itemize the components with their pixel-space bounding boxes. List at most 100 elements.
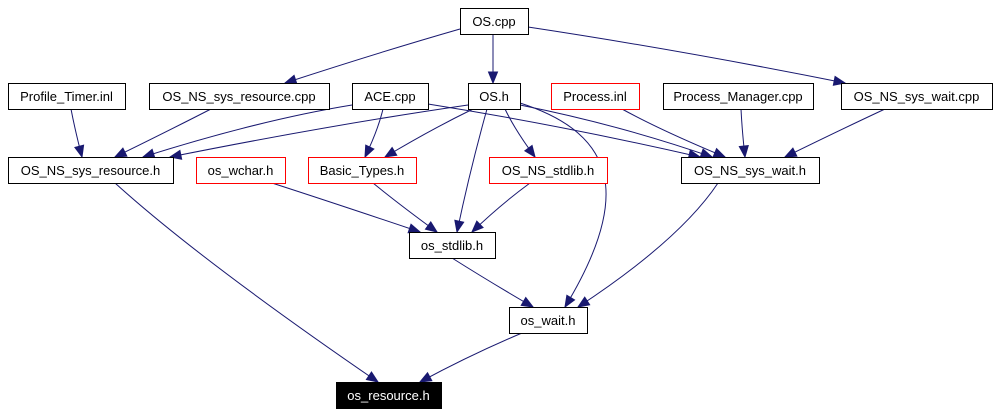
node-box xyxy=(681,157,820,184)
node-label: os_wait.h xyxy=(521,313,576,328)
edge-os_ns_sys_resource_cpp-to-os_ns_sys_resource_h xyxy=(113,108,212,158)
edge-profile_timer_inl-to-os_ns_sys_resource_h xyxy=(70,108,85,159)
edge-line xyxy=(114,108,212,158)
node-box xyxy=(336,382,442,409)
node-basic-types-h[interactable]: Basic_Types.h xyxy=(308,157,417,184)
arrowhead-icon xyxy=(365,371,380,383)
node-os-stdlib-h[interactable]: os_stdlib.h xyxy=(409,232,496,259)
node-box xyxy=(8,157,174,184)
node-box xyxy=(8,83,126,110)
node-os-ns-sys-wait-cpp[interactable]: OS_NS_sys_wait.cpp xyxy=(841,83,993,110)
node-label: OS_NS_stdlib.h xyxy=(502,163,595,178)
edge-os_h-to-os_ns_sys_wait_h xyxy=(519,104,714,159)
edge-line xyxy=(456,108,488,233)
node-profile-timer-inl[interactable]: Profile_Timer.inl xyxy=(8,83,126,110)
edge-process_manager_cpp-to-os_ns_sys_wait_h xyxy=(738,108,749,159)
edge-basic_types_h-to-os_stdlib_h xyxy=(372,182,439,233)
node-label: OS_NS_sys_resource.cpp xyxy=(162,89,315,104)
edge-os_ns_stdlib_h-to-os_stdlib_h xyxy=(471,182,531,233)
node-label: Process_Manager.cpp xyxy=(673,89,802,104)
node-label: OS.h xyxy=(479,89,509,104)
edge-line xyxy=(427,103,701,158)
arrowhead-icon xyxy=(564,294,576,309)
node-os-wait-h[interactable]: os_wait.h xyxy=(509,307,588,334)
node-box xyxy=(196,157,286,184)
node-label: OS.cpp xyxy=(472,14,515,29)
node-os-ns-sys-resource-h[interactable]: OS_NS_sys_resource.h xyxy=(8,157,174,184)
edge-line xyxy=(372,182,438,233)
node-label: OS_NS_sys_resource.h xyxy=(21,163,160,178)
edge-line xyxy=(577,182,719,308)
arrowhead-icon xyxy=(783,147,798,158)
node-box xyxy=(509,307,588,334)
edge-os_h-to-basic_types_h xyxy=(383,108,474,158)
edge-os_wait_h-to-os_resource_h xyxy=(418,332,523,383)
edge-line xyxy=(527,26,846,84)
node-os-resource-h: os_resource.h xyxy=(336,382,442,409)
node-ace-cpp[interactable]: ACE.cpp xyxy=(352,83,429,110)
edge-os_ns_sys_resource_h-to-os_resource_h xyxy=(114,182,380,383)
node-box xyxy=(308,157,417,184)
node-box xyxy=(489,157,608,184)
edge-os_stdlib_h-to-os_wait_h xyxy=(451,257,535,308)
node-label: OS_NS_sys_wait.cpp xyxy=(854,89,980,104)
arrowhead-icon xyxy=(283,74,298,85)
edge-ace_cpp-to-os_ns_sys_wait_h xyxy=(427,103,702,160)
node-process-manager-cpp[interactable]: Process_Manager.cpp xyxy=(663,83,814,110)
node-os-h[interactable]: OS.h xyxy=(468,83,521,110)
node-box xyxy=(409,232,496,259)
arrowhead-icon xyxy=(418,371,433,383)
node-box xyxy=(841,83,993,110)
edge-os_wchar_h-to-os_stdlib_h xyxy=(271,182,422,234)
node-os-ns-sys-wait-h[interactable]: OS_NS_sys_wait.h xyxy=(681,157,820,184)
edge-line xyxy=(169,104,469,158)
edge-line xyxy=(114,182,379,383)
arrowhead-icon xyxy=(712,147,727,158)
arrowhead-icon xyxy=(383,146,398,158)
edge-line xyxy=(451,257,534,308)
arrowhead-icon xyxy=(454,219,465,234)
arrowhead-icon xyxy=(576,296,591,308)
edge-line xyxy=(271,182,421,233)
node-os-wchar-h[interactable]: os_wchar.h xyxy=(196,157,286,184)
node-os-ns-sys-resource-cpp[interactable]: OS_NS_sys_resource.cpp xyxy=(149,83,330,110)
arrowhead-icon xyxy=(471,220,484,233)
arrowhead-icon xyxy=(738,144,749,159)
node-label: OS_NS_sys_wait.h xyxy=(694,163,806,178)
node-box xyxy=(468,83,521,110)
arrowhead-icon xyxy=(424,220,439,233)
arrowhead-icon xyxy=(113,147,128,158)
node-label: os_wchar.h xyxy=(208,163,274,178)
edge-line xyxy=(284,28,461,84)
edges-layer xyxy=(70,26,886,383)
arrowhead-icon xyxy=(141,148,156,159)
node-box xyxy=(663,83,814,110)
edge-line xyxy=(142,104,353,158)
edge-line xyxy=(384,108,474,158)
arrowhead-icon xyxy=(523,144,536,159)
arrowhead-icon xyxy=(364,144,375,159)
node-label: os_stdlib.h xyxy=(421,238,483,253)
node-os-cpp[interactable]: OS.cpp xyxy=(460,8,529,35)
node-label: os_resource.h xyxy=(347,388,429,403)
edge-line xyxy=(419,332,523,383)
edge-os_ns_sys_wait_h-to-os_wait_h xyxy=(576,182,719,308)
edge-os_cpp-to-os_h xyxy=(487,33,499,85)
node-box xyxy=(460,8,529,35)
node-box xyxy=(551,83,640,110)
edge-os_h-to-os_stdlib_h xyxy=(454,108,488,234)
arrowhead-icon xyxy=(74,144,85,159)
edge-os_cpp-to-os_ns_sys_resource_cpp xyxy=(283,28,461,85)
node-label: Process.inl xyxy=(563,89,627,104)
node-label: Basic_Types.h xyxy=(320,163,405,178)
edge-ace_cpp-to-os_ns_sys_resource_h xyxy=(141,104,353,159)
edge-os_h-to-os_ns_sys_resource_h xyxy=(168,104,469,160)
node-os-ns-stdlib-h[interactable]: OS_NS_stdlib.h xyxy=(489,157,608,184)
node-box xyxy=(149,83,330,110)
edge-os_ns_sys_wait_cpp-to-os_ns_sys_wait_h xyxy=(783,108,886,158)
edge-line xyxy=(519,104,713,158)
edge-ace_cpp-to-basic_types_h xyxy=(364,108,384,159)
node-process-inl[interactable]: Process.inl xyxy=(551,83,640,110)
